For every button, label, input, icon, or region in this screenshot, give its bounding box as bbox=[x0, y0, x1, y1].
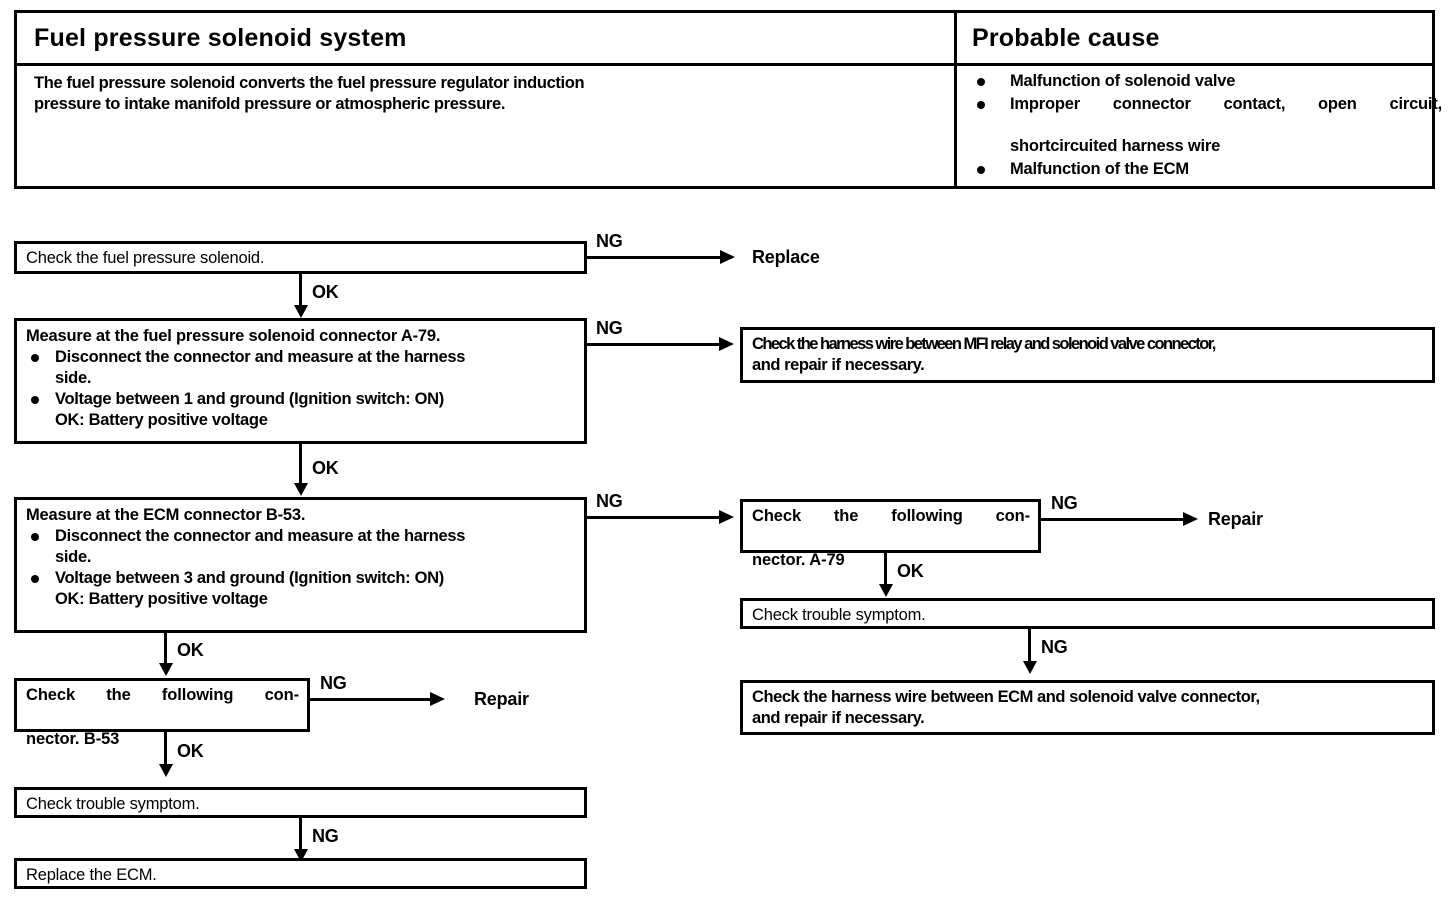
probable-cause-list: Malfunction of solenoid valve Improper c… bbox=[972, 71, 1442, 182]
flow-step-bullet: Disconnect the connector and measure at … bbox=[26, 526, 576, 568]
flow-step-line-1: Check the following con- bbox=[752, 507, 1030, 525]
bullet-icon bbox=[977, 166, 985, 174]
flow-step-line-2: and repair if necessary. bbox=[752, 709, 925, 727]
table-column-divider bbox=[954, 13, 957, 186]
symptom-table: Fuel pressure solenoid system Probable c… bbox=[14, 10, 1442, 189]
flow-step-title: Measure at the ECM connector B-53. bbox=[26, 506, 306, 524]
flow-step-check-connector-a79: Check the following con- nector. A-79 bbox=[740, 499, 1041, 569]
flow-step-measure-ecm-connector: Measure at the ECM connector B-53. Disco… bbox=[14, 497, 587, 633]
connector-step4-ok-line bbox=[164, 732, 167, 767]
cause-line-1: Malfunction of solenoid valve bbox=[1010, 72, 1236, 90]
terminal-repair: Repair bbox=[474, 689, 529, 709]
flow-step-measure-solenoid-connector: Measure at the fuel pressure solenoid co… bbox=[14, 318, 587, 444]
edge-label-ng: NG bbox=[312, 826, 339, 846]
flow-step-line-1: Check the harness wire between MFI relay… bbox=[752, 335, 1216, 353]
edge-label-ok: OK bbox=[177, 741, 204, 761]
edge-label-ng: NG bbox=[320, 673, 347, 693]
connector-right-step1-ok-line bbox=[884, 553, 887, 586]
flow-bullet-line-1: Voltage between 3 and ground (Ignition s… bbox=[55, 569, 444, 587]
arrow-right-icon bbox=[719, 337, 734, 351]
connector-right-step1-ng-line bbox=[1041, 518, 1193, 521]
flow-step-line-2: and repair if necessary. bbox=[752, 356, 925, 374]
flow-step-line-1: Check the following con- bbox=[26, 686, 299, 704]
edge-label-ng: NG bbox=[596, 231, 623, 251]
flow-step-bullet: Voltage between 3 and ground (Ignition s… bbox=[26, 568, 576, 610]
arrow-down-icon bbox=[159, 764, 173, 777]
flow-bullet-line-2: side. bbox=[55, 369, 92, 387]
flow-step-title: Measure at the fuel pressure solenoid co… bbox=[26, 327, 441, 345]
flow-step-text: Check trouble symptom. bbox=[752, 606, 926, 624]
arrow-down-icon bbox=[1023, 661, 1037, 674]
cause-line-1: Malfunction of the ECM bbox=[1010, 160, 1189, 178]
flow-bullet-line-2: OK: Battery positive voltage bbox=[55, 411, 268, 429]
table-header-probable-cause: Probable cause bbox=[972, 13, 1160, 63]
flow-step-text: Check trouble symptom. bbox=[26, 795, 200, 813]
flow-step-line-1: Check the harness wire between ECM and s… bbox=[752, 688, 1260, 706]
system-description: The fuel pressure solenoid converts the … bbox=[34, 73, 934, 115]
flow-step-line-2: nector. B-53 bbox=[26, 730, 120, 748]
system-description-line-1: The fuel pressure solenoid converts the … bbox=[34, 74, 585, 92]
connector-step1-ok-line bbox=[299, 274, 302, 309]
list-item: Malfunction of the ECM bbox=[972, 159, 1442, 180]
edge-label-ok: OK bbox=[312, 282, 339, 302]
table-header-symptom-label: Fuel pressure solenoid system bbox=[34, 23, 407, 52]
flow-step-text: Replace the ECM. bbox=[26, 866, 157, 884]
connector-step4-ng-line bbox=[310, 698, 433, 701]
flow-bullet-line-2: side. bbox=[55, 548, 92, 566]
arrow-right-icon bbox=[719, 510, 734, 524]
arrow-down-icon bbox=[159, 663, 173, 676]
bullet-icon bbox=[31, 396, 39, 404]
edge-label-ng: NG bbox=[596, 318, 623, 338]
bullet-icon bbox=[31, 533, 39, 541]
table-header-divider bbox=[17, 63, 1432, 66]
flow-step-check-connector-b53: Check the following con- nector. B-53 bbox=[14, 678, 310, 748]
flow-bullet-line-1: Disconnect the connector and measure at … bbox=[55, 527, 466, 545]
flow-step-check-trouble-symptom-left: Check trouble symptom. bbox=[14, 787, 587, 818]
cause-line-1: Improper connector contact, open circuit… bbox=[1010, 95, 1442, 113]
arrow-down-icon bbox=[879, 584, 893, 597]
edge-label-ng: NG bbox=[1051, 493, 1078, 513]
bullet-icon bbox=[31, 354, 39, 362]
bullet-icon bbox=[977, 101, 985, 109]
edge-label-ng: NG bbox=[1041, 637, 1068, 657]
connector-step1-ng-line bbox=[587, 256, 732, 259]
edge-label-ok: OK bbox=[177, 640, 204, 660]
arrow-right-icon bbox=[1183, 512, 1198, 526]
list-item: Improper connector contact, open circuit… bbox=[972, 94, 1442, 157]
table-header-probable-cause-label: Probable cause bbox=[972, 23, 1160, 52]
cause-line-2: shortcircuited harness wire bbox=[1010, 137, 1221, 155]
flow-step-check-fuel-pressure-solenoid: Check the fuel pressure solenoid. bbox=[14, 241, 587, 274]
flow-step-check-harness-ecm: Check the harness wire between ECM and s… bbox=[740, 680, 1435, 735]
connector-step2-ng-line bbox=[587, 343, 720, 346]
connector-step3-ok-line bbox=[164, 633, 167, 666]
system-description-line-2: pressure to intake manifold pressure or … bbox=[34, 95, 506, 113]
flow-bullet-line-1: Voltage between 1 and ground (Ignition s… bbox=[55, 390, 444, 408]
connector-step2-ok-line bbox=[299, 444, 302, 486]
terminal-repair: Repair bbox=[1208, 509, 1263, 529]
arrow-down-icon bbox=[294, 483, 308, 496]
bullet-icon bbox=[31, 575, 39, 583]
list-item: Malfunction of solenoid valve bbox=[972, 71, 1442, 92]
edge-label-ng: NG bbox=[596, 491, 623, 511]
terminal-replace: Replace bbox=[752, 247, 820, 267]
connector-step5-ng-line bbox=[299, 818, 302, 852]
flow-step-replace-ecm: Replace the ECM. bbox=[14, 858, 587, 889]
arrow-down-icon bbox=[294, 305, 308, 318]
arrow-right-icon bbox=[430, 692, 445, 706]
flow-step-bullet: Voltage between 1 and ground (Ignition s… bbox=[26, 389, 576, 431]
arrow-right-icon bbox=[720, 250, 735, 264]
table-header-symptom: Fuel pressure solenoid system bbox=[34, 13, 407, 63]
flow-bullet-line-2: OK: Battery positive voltage bbox=[55, 590, 268, 608]
connector-right-step2-ng-line bbox=[1028, 629, 1031, 664]
flow-step-check-harness-mfi-relay: Check the harness wire between MFI relay… bbox=[740, 327, 1435, 383]
connector-step3-ng-line bbox=[587, 516, 720, 519]
flow-step-bullet: Disconnect the connector and measure at … bbox=[26, 347, 576, 389]
bullet-icon bbox=[977, 78, 985, 86]
flow-step-text: Check the fuel pressure solenoid. bbox=[26, 249, 265, 267]
flow-step-line-2: nector. A-79 bbox=[752, 551, 845, 569]
edge-label-ok: OK bbox=[897, 561, 924, 581]
flow-step-check-trouble-symptom-right: Check trouble symptom. bbox=[740, 598, 1435, 629]
flow-bullet-line-1: Disconnect the connector and measure at … bbox=[55, 348, 466, 366]
edge-label-ok: OK bbox=[312, 458, 339, 478]
